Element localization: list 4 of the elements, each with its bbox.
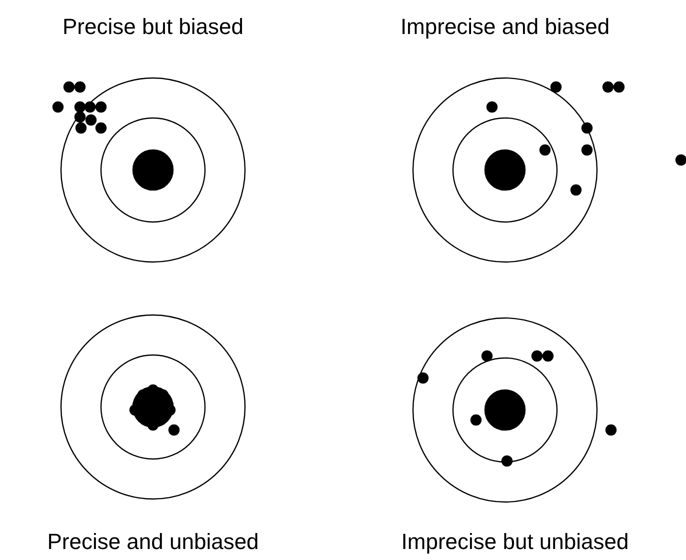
panel-caption: Precise but biased — [62, 14, 244, 40]
panel-caption: Imprecise and biased — [400, 14, 610, 40]
panel-caption: Precise and unbiased — [47, 529, 259, 555]
panel-caption: Imprecise but unbiased — [401, 529, 629, 555]
